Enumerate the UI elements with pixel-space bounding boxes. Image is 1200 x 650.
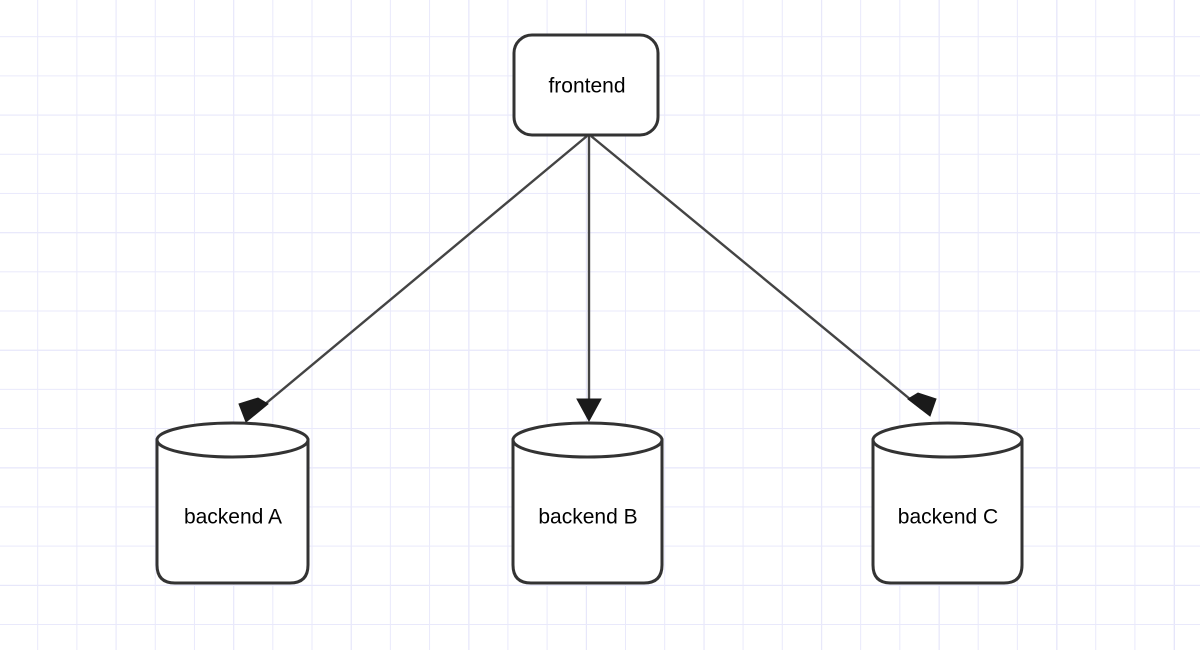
backend-a-cylinder-top xyxy=(155,421,310,459)
backend-b-cylinder-top xyxy=(511,421,664,459)
backend-b-label: backend B xyxy=(538,506,637,529)
backend-c-cylinder-body xyxy=(871,438,1024,585)
edge-frontend-to-backend-c[interactable] xyxy=(590,135,937,417)
backend-a-label: backend A xyxy=(184,506,282,529)
arrow-head-icon xyxy=(576,398,602,423)
frontend-box-shape xyxy=(512,33,660,137)
edge-line xyxy=(251,135,588,416)
backend-c-cylinder-top xyxy=(871,421,1024,459)
backend-a-cylinder-body xyxy=(155,438,310,585)
frontend-label: frontend xyxy=(548,75,625,98)
edge-frontend-to-backend-b[interactable] xyxy=(576,136,602,423)
node-backend-a[interactable]: backend A xyxy=(155,421,310,585)
node-backend-b[interactable]: backend B xyxy=(511,421,664,585)
edge-frontend-to-backend-a[interactable] xyxy=(238,135,588,423)
backend-b-cylinder-body xyxy=(511,438,664,585)
node-backend-c[interactable]: backend C xyxy=(871,421,1024,585)
arrow-head-icon xyxy=(238,397,269,423)
edge-line xyxy=(590,135,923,410)
node-frontend[interactable]: frontend xyxy=(512,33,660,137)
arrow-head-icon xyxy=(907,392,937,417)
backend-c-label: backend C xyxy=(898,506,998,529)
